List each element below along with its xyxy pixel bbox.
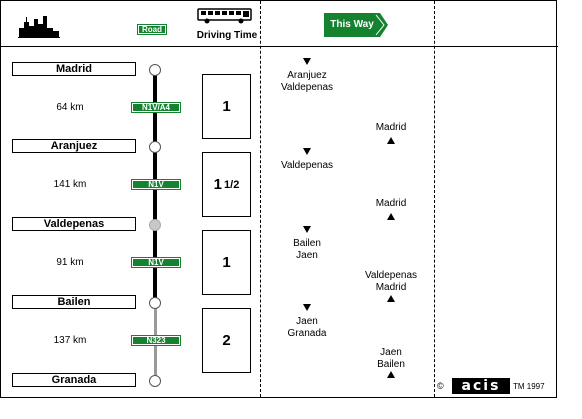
road-legend-badge: Road	[137, 24, 167, 35]
route-node	[149, 219, 161, 231]
bus-icon	[197, 8, 252, 24]
arrow-down-icon	[303, 148, 311, 155]
southbound-destination: Aranjuez Valdepenas	[280, 70, 334, 93]
driving-time-box: 1	[202, 230, 251, 295]
arrow-up-icon	[387, 213, 395, 220]
copyright-symbol: ©	[437, 381, 444, 391]
segment-distance: 141 km	[53, 179, 87, 190]
city-label: Madrid	[12, 62, 136, 76]
route-diagram: Road Driving Time This Way Madrid Aranju…	[0, 0, 558, 398]
northbound-destination: Valdepenas Madrid	[364, 270, 418, 293]
arrow-sign-icon	[324, 13, 388, 37]
southbound-destination: Jaen Granada	[287, 316, 327, 339]
route-node	[149, 297, 161, 309]
arrow-up-icon	[387, 295, 395, 302]
route-node	[149, 375, 161, 387]
city-label: Bailen	[12, 295, 136, 309]
acis-logo: acis	[452, 378, 510, 394]
arrow-up-icon	[387, 137, 395, 144]
road-badge: N323	[131, 335, 181, 346]
route-node	[149, 141, 161, 153]
trademark-year: TM 1997	[513, 382, 545, 391]
arrow-down-icon	[303, 304, 311, 311]
southbound-destination: Valdepenas	[280, 160, 334, 171]
northbound-destination: Jaen Bailen	[377, 347, 405, 370]
driving-time-label: Driving Time	[196, 30, 258, 41]
driving-time-fraction: 1/2	[224, 178, 240, 191]
segment-distance: 137 km	[53, 335, 87, 346]
road-badge: N1V	[131, 179, 181, 190]
city-label: Valdepenas	[12, 217, 136, 231]
driving-time-box: 1	[202, 74, 251, 139]
arrow-down-icon	[303, 58, 311, 65]
this-way-label: This Way	[330, 19, 374, 30]
road-badge: N1V/A4	[131, 102, 181, 113]
divider-southbound	[260, 1, 261, 397]
route-node	[149, 64, 161, 76]
road-badge: N1V	[131, 257, 181, 268]
driving-time-hours: 1	[222, 98, 231, 115]
driving-time-box: 1 1/2	[202, 152, 251, 217]
arrow-up-icon	[387, 371, 395, 378]
city-label: Granada	[12, 373, 136, 387]
divider-northbound	[434, 1, 435, 397]
driving-time-hours: 1	[213, 176, 223, 193]
arrow-down-icon	[303, 226, 311, 233]
driving-time-box: 2	[202, 308, 251, 373]
driving-time-hours: 1	[222, 254, 231, 271]
southbound-destination: Bailen Jaen	[293, 238, 321, 261]
city-label: Aranjuez	[12, 139, 136, 153]
driving-time-hours: 2	[222, 332, 231, 349]
segment-distance: 64 km	[56, 102, 84, 113]
segment-distance: 91 km	[56, 257, 84, 268]
header-divider	[1, 46, 558, 47]
city-skyline-icon	[18, 16, 60, 38]
northbound-destination: Madrid	[375, 198, 407, 209]
northbound-destination: Madrid	[375, 122, 407, 133]
